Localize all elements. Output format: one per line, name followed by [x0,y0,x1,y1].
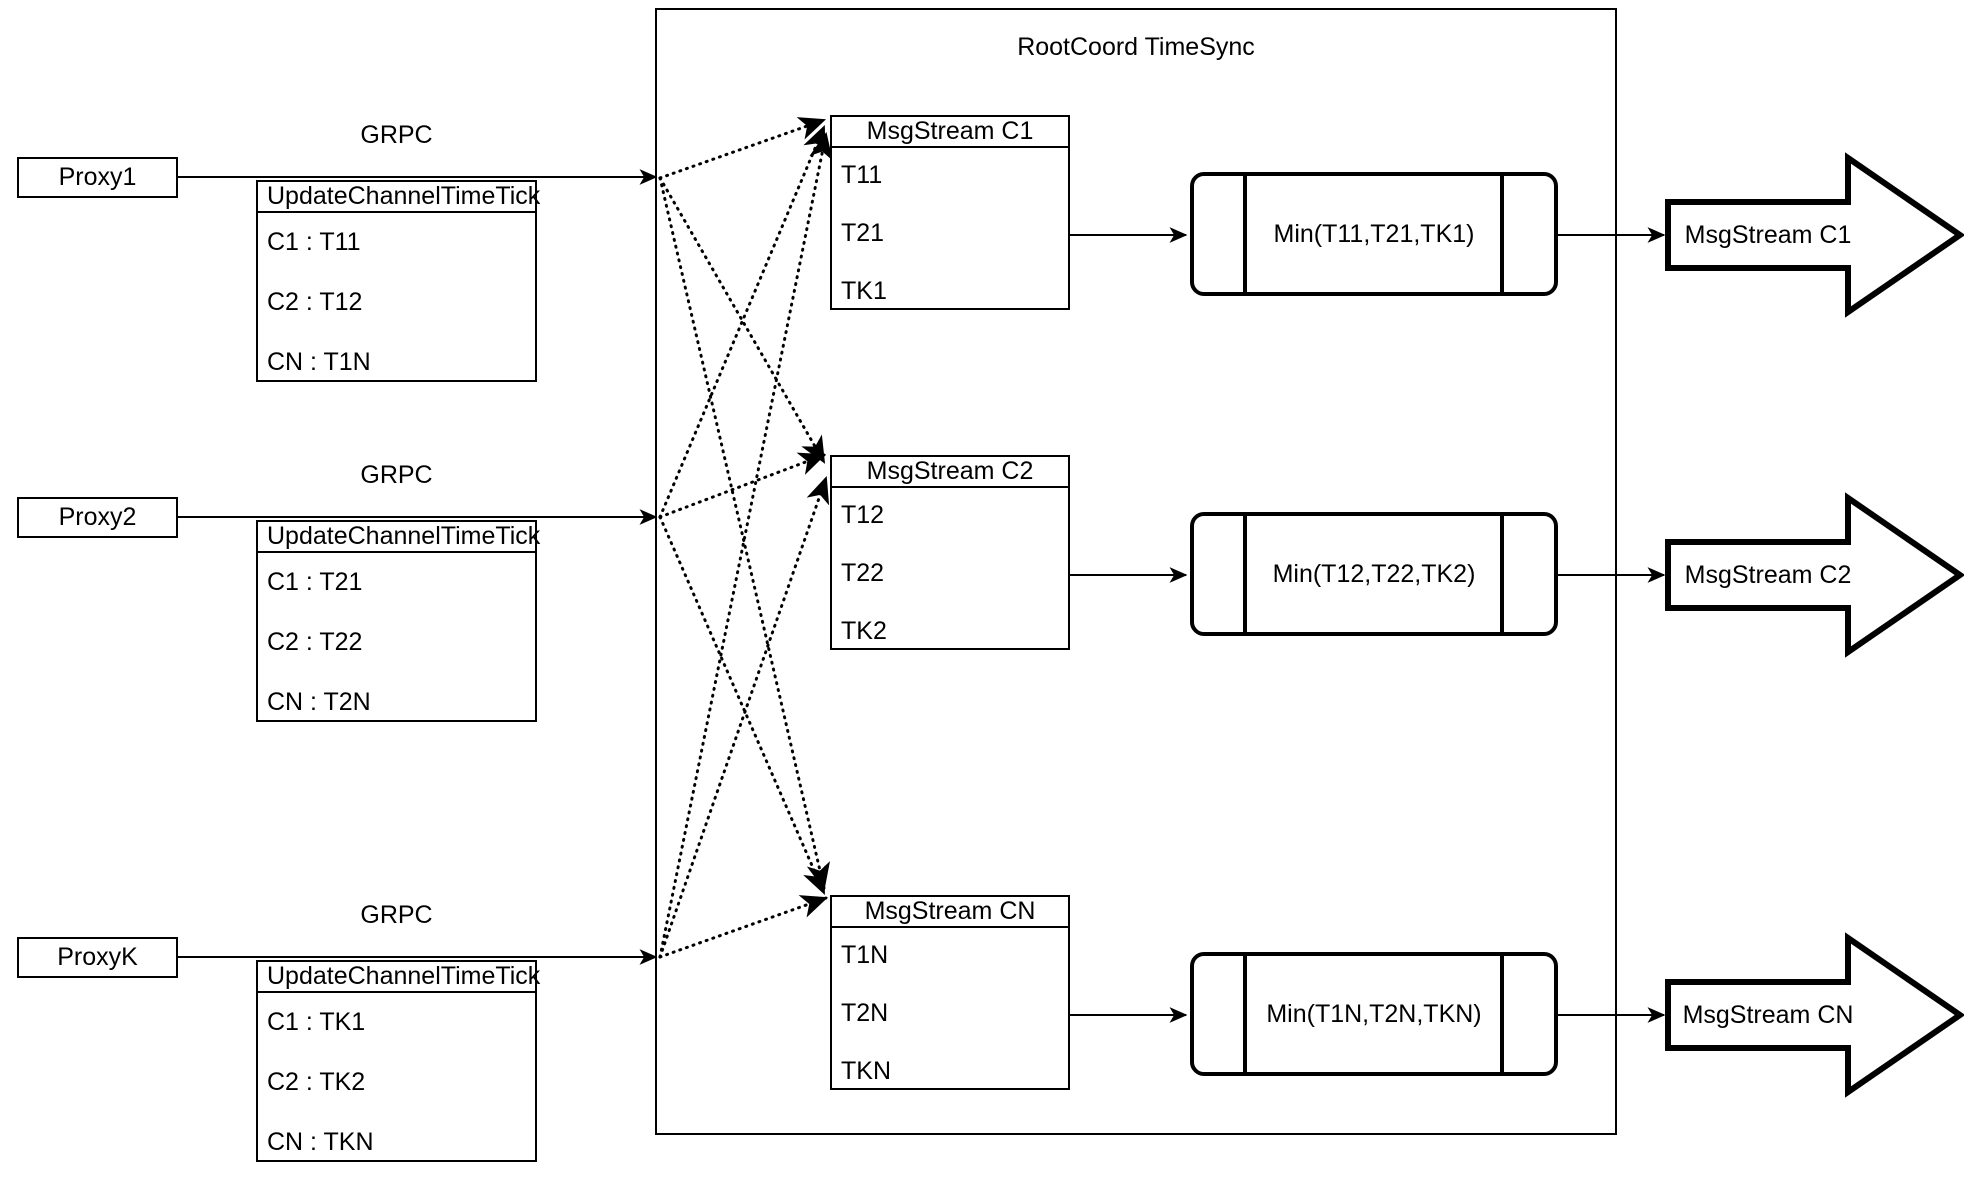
request-entry: C2 : TK2 [267,1068,366,1096]
msgstream-entry: TK1 [841,277,887,305]
output-arrow-label-1: MsgStream C1 [1684,220,1852,249]
msgstream-entry: T2N [841,999,889,1027]
grpc-label-3: GRPC [360,901,433,929]
min-process-box-2: Min(T12,T22,TK2) [1190,512,1558,636]
output-arrow-2: MsgStream C2 [1664,492,1966,658]
msgstream-header-2: MsgStream C2 [832,457,1068,488]
msgstream-entries-3: T1N T2N TKN [832,928,1068,1114]
process-right-bar [1500,956,1504,1072]
request-entry: CN : T2N [267,688,371,716]
request-entry: C2 : T12 [267,288,363,316]
request-entries-2: C1 : T21 C2 : T22 CN : T2N [258,553,535,747]
process-right-bar [1500,176,1504,292]
msgstream-box-3: MsgStream CN T1N T2N TKN [830,895,1070,1090]
msgstream-entries-1: T11 T21 TK1 [832,148,1068,334]
proxy-box-2[interactable]: Proxy2 [17,497,178,538]
msgstream-entry: TK2 [841,617,887,645]
request-entry: CN : TKN [267,1128,374,1156]
proxy-box-3[interactable]: ProxyK [17,937,178,978]
request-header-1: UpdateChannelTimeTick [258,182,540,213]
msgstream-header-1: MsgStream C1 [832,117,1068,148]
msgstream-entries-2: T12 T22 TK2 [832,488,1068,674]
update-channel-timetick-box-2: UpdateChannelTimeTick C1 : T21 C2 : T22 … [256,520,540,722]
process-left-bar [1243,956,1247,1072]
process-left-bar [1243,516,1247,632]
min-process-label-2: Min(T12,T22,TK2) [1272,559,1476,588]
request-header-3: UpdateChannelTimeTick [258,962,540,993]
proxy-box-1[interactable]: Proxy1 [17,157,178,198]
min-process-label-3: Min(T1N,T2N,TKN) [1266,999,1482,1028]
min-process-label-1: Min(T11,T21,TK1) [1273,219,1475,248]
msgstream-entry: T11 [841,161,883,189]
msgstream-entry: TKN [841,1057,891,1085]
request-entry: C1 : T11 [267,228,361,256]
rootcoord-timesync-title: RootCoord TimeSync [1017,33,1255,61]
update-channel-timetick-box-3: UpdateChannelTimeTick C1 : TK1 C2 : TK2 … [256,960,540,1162]
min-process-box-1: Min(T11,T21,TK1) [1190,172,1558,296]
rootcoord-timesync-container [655,8,1617,1135]
request-entry: CN : T1N [267,348,371,376]
msgstream-header-3: MsgStream CN [832,897,1068,928]
min-process-box-3: Min(T1N,T2N,TKN) [1190,952,1558,1076]
output-arrow-label-2: MsgStream C2 [1684,560,1852,589]
msgstream-entry: T1N [841,941,889,969]
grpc-label-1: GRPC [360,121,433,149]
msgstream-entry: T12 [841,501,885,529]
msgstream-entry: T22 [841,559,885,587]
msgstream-box-2: MsgStream C2 T12 T22 TK2 [830,455,1070,650]
output-arrow-label-3: MsgStream CN [1682,1000,1854,1029]
request-entry: C1 : T21 [267,568,363,596]
grpc-label-2: GRPC [360,461,433,489]
msgstream-entry: T21 [841,219,885,247]
request-header-2: UpdateChannelTimeTick [258,522,540,553]
output-arrow-3: MsgStream CN [1664,932,1966,1098]
output-arrow-1: MsgStream C1 [1664,152,1966,318]
msgstream-box-1: MsgStream C1 T11 T21 TK1 [830,115,1070,310]
update-channel-timetick-box-1: UpdateChannelTimeTick C1 : T11 C2 : T12 … [256,180,540,382]
process-right-bar [1500,516,1504,632]
process-left-bar [1243,176,1247,292]
request-entries-1: C1 : T11 C2 : T12 CN : T1N [258,213,535,407]
request-entry: C2 : T22 [267,628,363,656]
request-entry: C1 : TK1 [267,1008,366,1036]
request-entries-3: C1 : TK1 C2 : TK2 CN : TKN [258,993,535,1183]
